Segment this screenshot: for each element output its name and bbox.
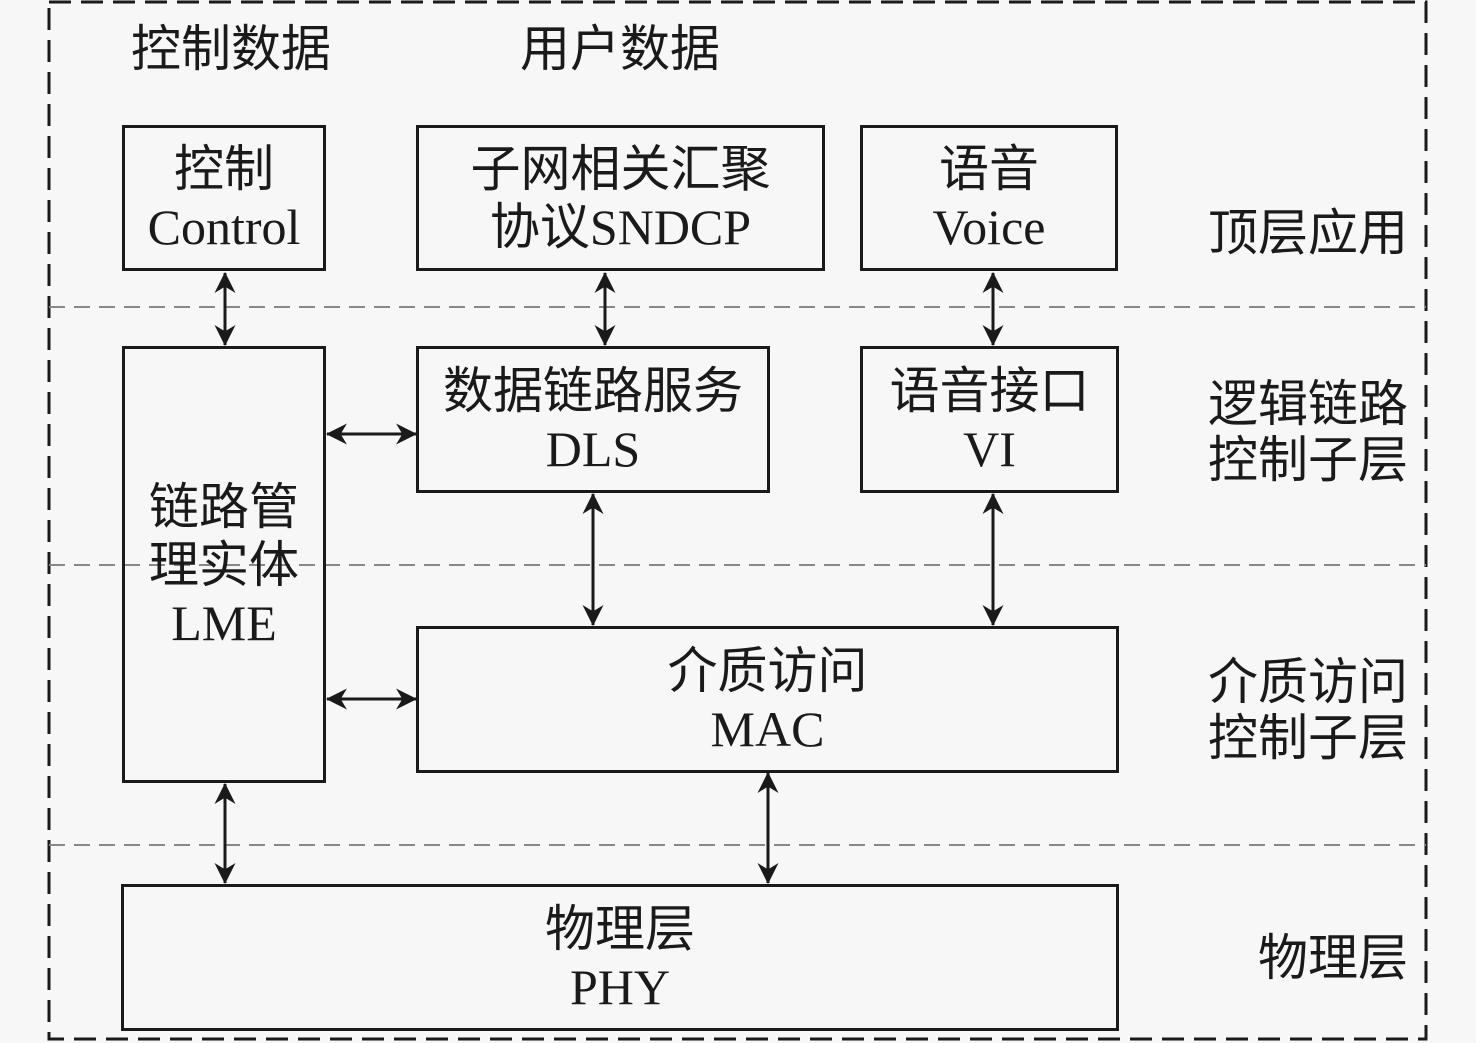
block-control-cn: 控制 [174, 141, 274, 197]
block-sndcp-line1: 子网相关汇聚 [470, 141, 771, 197]
layer-label-phy-line1: 物理层 [1258, 930, 1408, 986]
layer-label-top-application: 顶层应用 [1208, 205, 1408, 261]
outer-frame [47, 0, 1428, 1041]
layer-label-top-application-line1: 顶层应用 [1208, 205, 1408, 261]
block-dls-en: DLS [545, 420, 641, 477]
block-dls: 数据链路服务 DLS [416, 346, 770, 493]
block-voice-en: Voice [932, 199, 1046, 255]
layer-label-mac-line2: 控制子层 [1208, 710, 1408, 766]
block-voice-cn: 语音 [939, 141, 1039, 197]
block-mac-cn: 介质访问 [667, 642, 868, 699]
block-lme-cn2: 理实体 [149, 536, 299, 593]
block-sndcp: 子网相关汇聚 协议SNDCP [416, 125, 825, 271]
block-phy-en: PHY [569, 958, 671, 1015]
layer-label-mac-line1: 介质访问 [1208, 654, 1408, 710]
block-mac-en: MAC [710, 700, 825, 757]
block-vi: 语音接口 VI [860, 346, 1119, 493]
block-vi-en: VI [963, 420, 1016, 477]
block-mac: 介质访问 MAC [416, 626, 1119, 773]
block-control-en: Control [147, 199, 301, 255]
block-lme-cn1: 链路管 [149, 478, 299, 535]
header-user-data: 用户数据 [520, 21, 720, 77]
block-vi-cn: 语音接口 [889, 362, 1090, 419]
layer-label-llc-line1: 逻辑链路 [1208, 376, 1408, 432]
block-lme-en: LME [171, 594, 277, 651]
layer-label-llc: 逻辑链路 控制子层 [1208, 376, 1408, 488]
block-lme: 链路管 理实体 LME [122, 346, 326, 783]
block-control: 控制 Control [122, 125, 326, 271]
layer-label-llc-line2: 控制子层 [1208, 432, 1408, 488]
header-control-data: 控制数据 [131, 21, 331, 77]
block-sndcp-line2: 协议SNDCP [489, 199, 752, 255]
block-phy-cn: 物理层 [545, 900, 695, 957]
block-voice: 语音 Voice [860, 125, 1118, 271]
layer-label-mac: 介质访问 控制子层 [1208, 654, 1408, 766]
block-phy: 物理层 PHY [121, 884, 1119, 1031]
block-dls-cn: 数据链路服务 [443, 362, 743, 419]
layer-label-phy: 物理层 [1258, 930, 1408, 986]
